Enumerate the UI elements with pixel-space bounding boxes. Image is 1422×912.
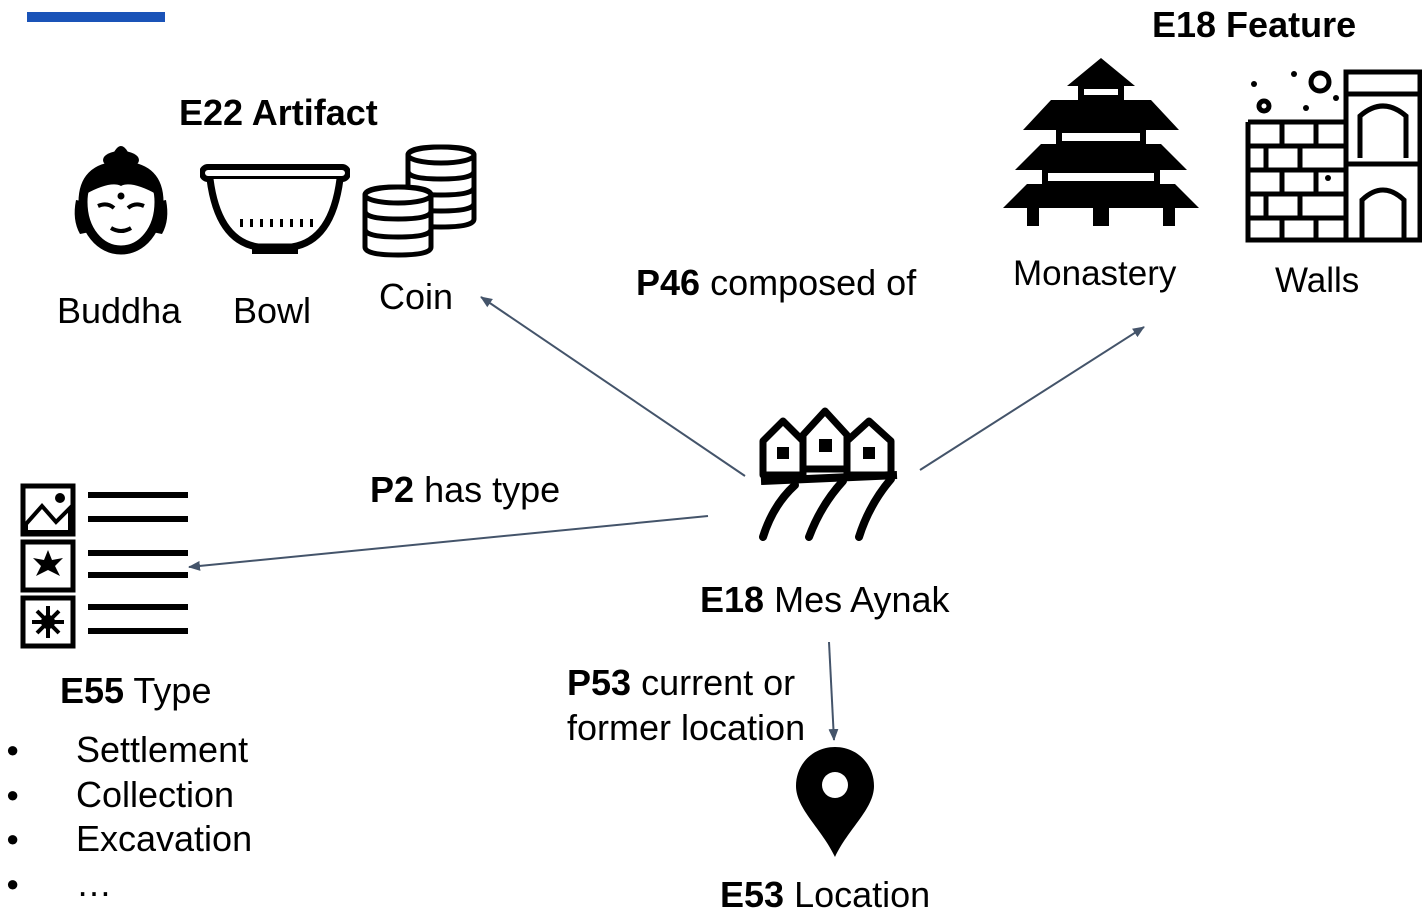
feature-title: E18 Feature	[1152, 4, 1357, 45]
relation-text-has-type: has type	[424, 469, 561, 510]
bowl-icon	[200, 163, 350, 258]
relation-has-type: P2 has type	[370, 470, 560, 510]
arrow-to-feature	[919, 326, 1145, 471]
type-list-icon	[20, 482, 192, 654]
center-node-name: Mes Aynak	[774, 579, 950, 620]
artifact-label-coin: Coin	[379, 276, 454, 317]
relation-text-location-2: former location	[567, 707, 806, 748]
relation-code-p53: P53	[567, 662, 632, 703]
coin-stack-icon	[362, 143, 480, 258]
artifact-label-buddha: Buddha	[57, 290, 182, 331]
village-houses-icon	[755, 405, 905, 543]
buddha-head-icon	[68, 138, 174, 258]
relation-text-composed: composed of	[710, 262, 917, 303]
castle-wall-icon	[1244, 68, 1422, 243]
relation-text-location-1: current or	[641, 662, 796, 703]
arrow-to-location	[828, 641, 839, 741]
feature-label-monastery: Monastery	[1013, 254, 1177, 293]
location-node-label: E53 Location	[720, 875, 930, 912]
artifact-label-bowl: Bowl	[233, 290, 312, 331]
map-pin-icon	[796, 747, 874, 859]
center-node-label: E18 Mes Aynak	[700, 580, 950, 620]
relation-code-p46: P46	[636, 262, 701, 303]
location-node-code: E53	[720, 874, 785, 912]
feature-label-walls: Walls	[1275, 261, 1360, 300]
arrow-to-artifact	[480, 296, 746, 477]
relation-composed-of: P46 composed of	[636, 263, 916, 303]
arrow-to-type	[188, 515, 709, 571]
pagoda-icon	[1003, 58, 1199, 228]
relation-code-p2: P2	[370, 469, 415, 510]
center-node-code: E18	[700, 579, 765, 620]
accent-bar	[27, 12, 165, 22]
artifact-title: E22 Artifact	[179, 92, 378, 133]
location-node-name: Location	[794, 874, 931, 912]
type-node-code: E55	[60, 670, 125, 711]
type-node-label: E55 Type	[60, 671, 211, 711]
relation-location: P53 current or	[567, 663, 795, 703]
type-node-name: Type	[133, 670, 212, 711]
